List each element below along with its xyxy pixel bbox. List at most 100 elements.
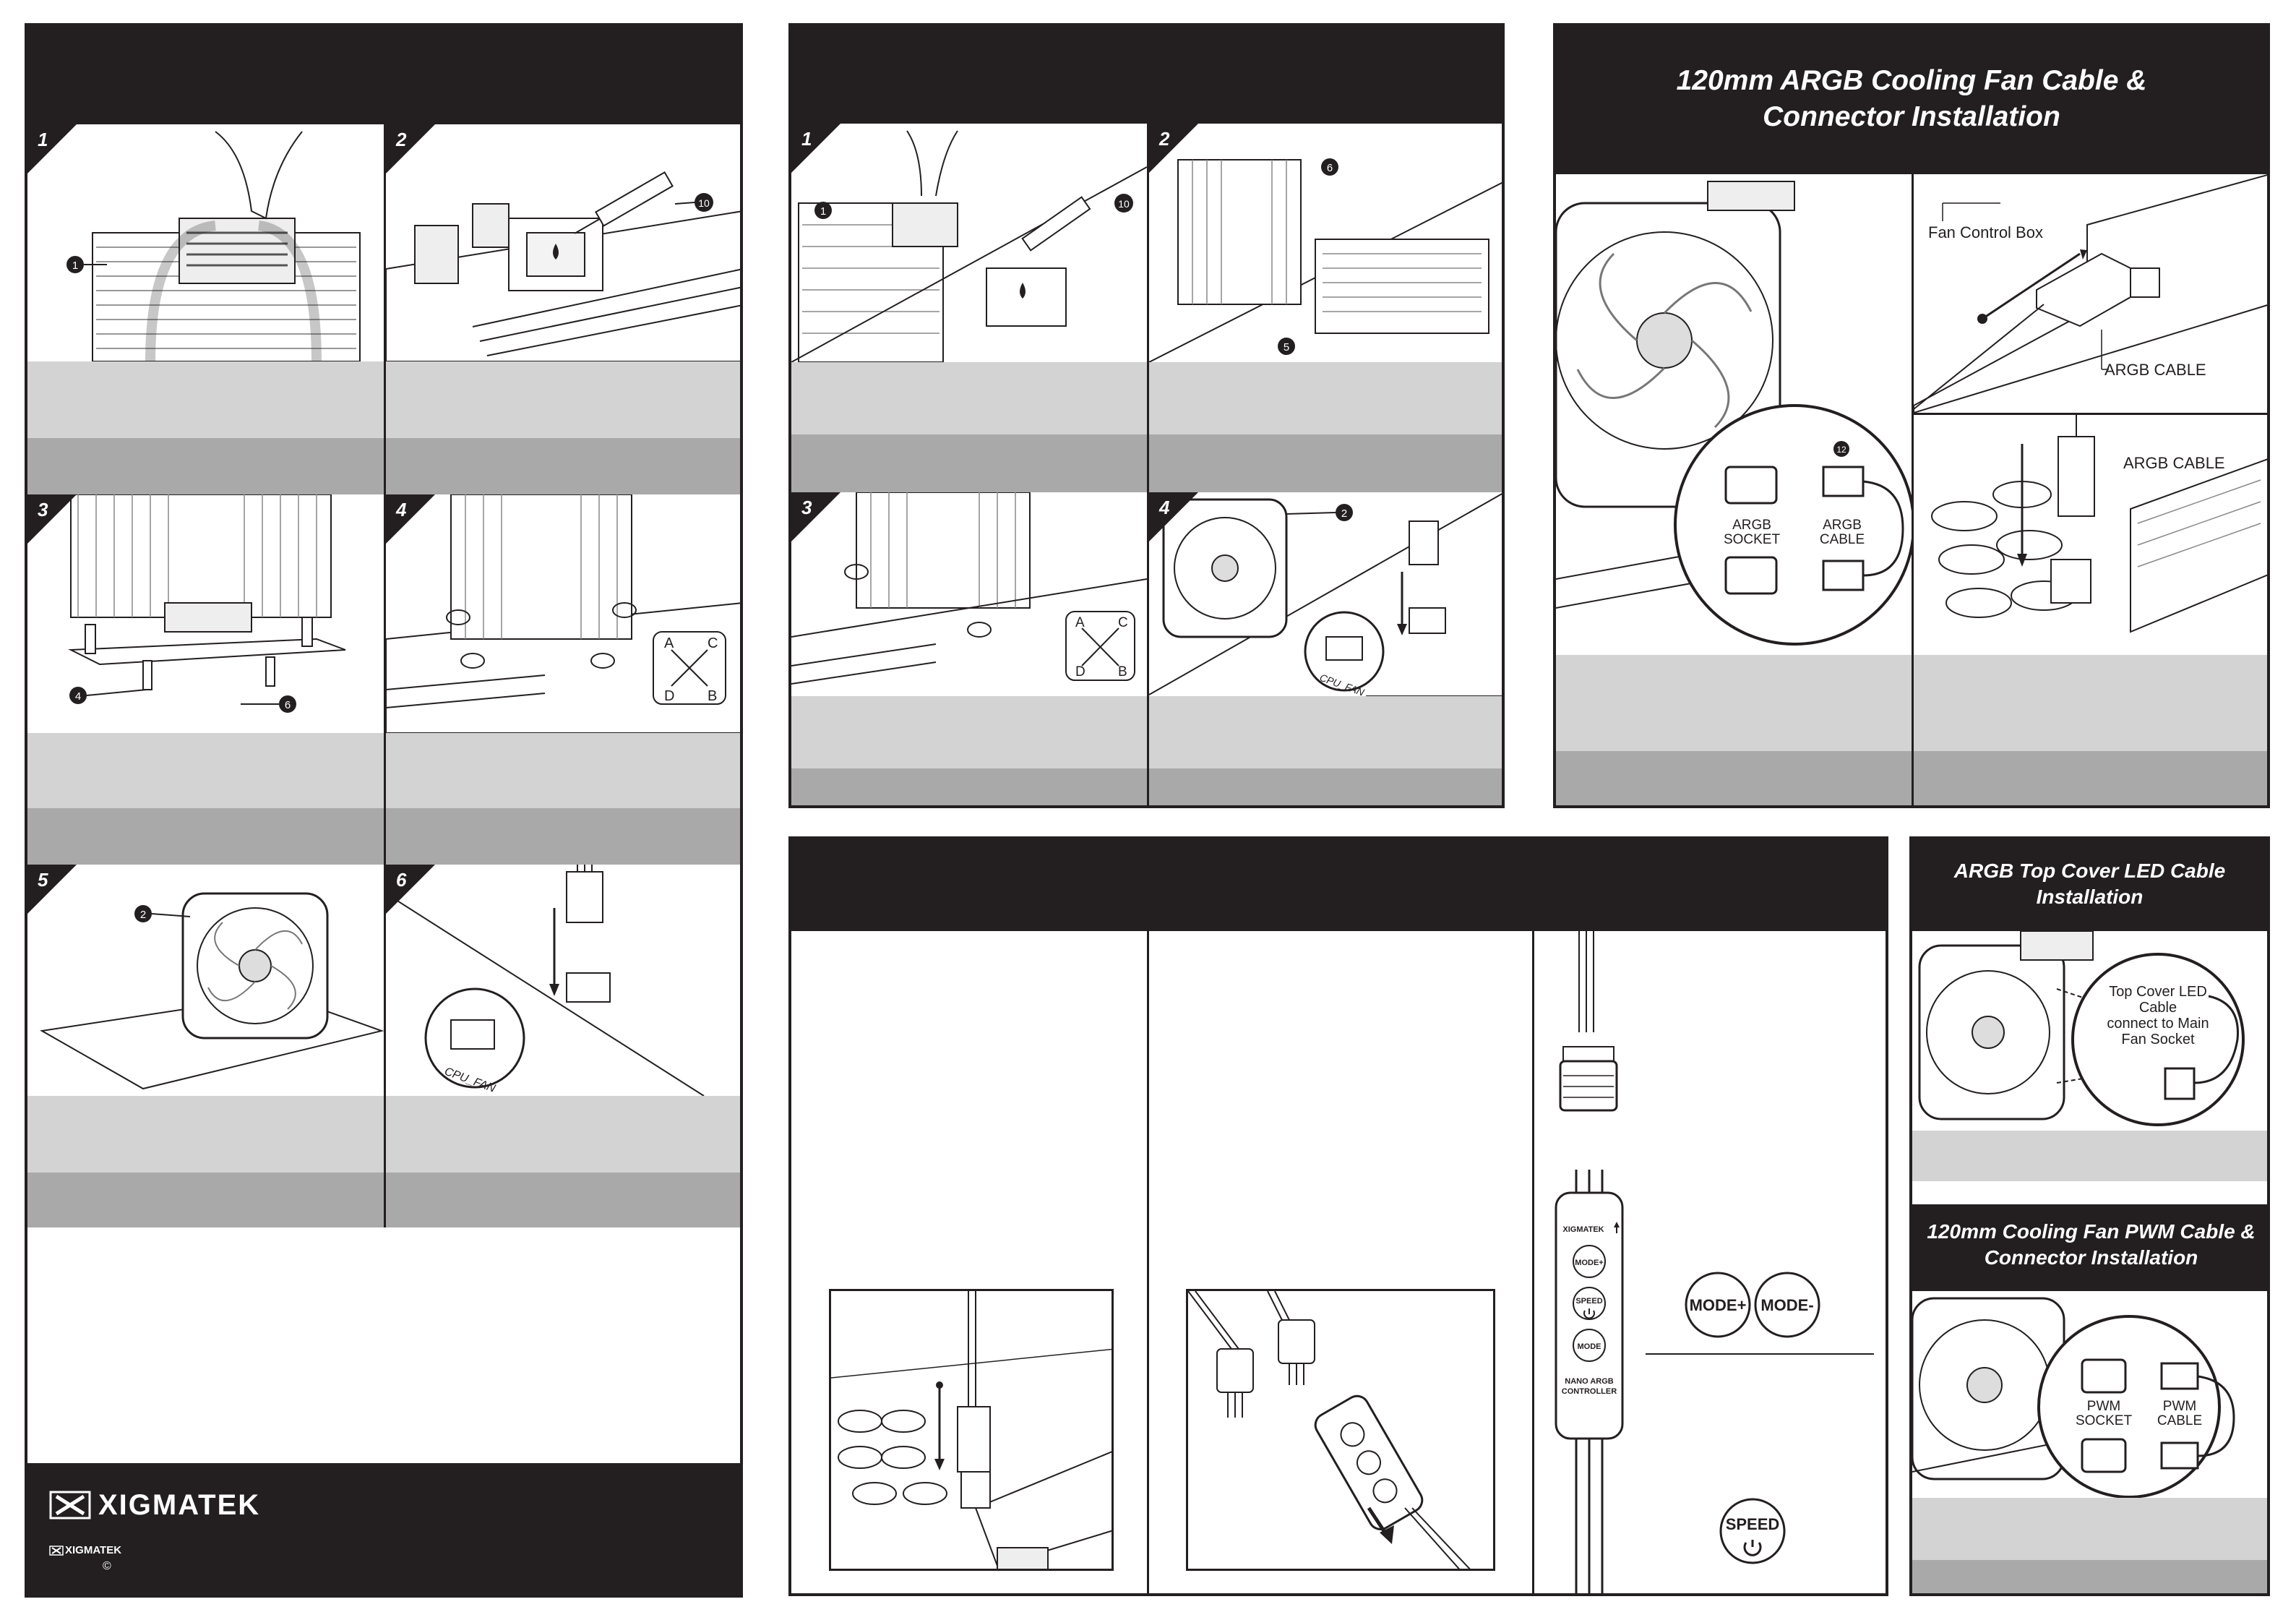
device-speed: SPEED [1575,1297,1602,1306]
intel-step-2-caption [386,361,740,438]
intel-step-4-caption [386,733,740,808]
argb-callout-12: 12 [1836,445,1846,455]
amd-callout-5: 5 [1284,341,1289,353]
amd-label-c: C [1118,615,1128,630]
xigmatek-small-mark-icon [49,1546,64,1556]
device-brand: XIGMATEK [1562,1225,1604,1234]
argb-cable-box-label: ARGB CABLE [2104,361,2206,379]
brand-footer: XIGMATEK XIGMATEK © [27,1463,740,1595]
amd-panel-header [791,26,1502,124]
intel-step-5-caption [27,1096,384,1173]
intel-step-3-image: 4 6 3 [27,494,384,733]
label-a: A [664,635,674,651]
top-cover-panel: ARGB Top Cover LED Cable Installation To… [1909,836,2270,1596]
intel-step-2-image: 10 2 [386,124,740,361]
argb-fan-right-divider [1914,413,2267,415]
intel-step-6-image: CPU_FAN 6 [386,865,740,1096]
argb-fan-panel: 120mm ARGB Cooling Fan Cable & Connector… [1553,23,2270,808]
step-number-5: 5 [27,865,77,914]
pwm-fan-title-1: 120mm Cooling Fan PWM Cable & [1927,1220,2256,1243]
amd-label-a: A [1075,615,1085,630]
amd-callout-2: 2 [1341,507,1347,520]
argb-fan-box-image: Fan Control Box ARGB CABLE [1914,174,2267,413]
intel-step-5-image: 2 5 [27,865,384,1096]
step-number-6: 6 [386,865,435,914]
amd-step-3-caption [791,696,1147,768]
device-line-1: NANO ARGB [1565,1377,1613,1386]
speed-button-label: SPEED [1726,1515,1780,1533]
mode-minus-button-label: MODE- [1760,1296,1813,1314]
label-d: D [664,688,674,704]
amd-step-1-image: 1 10 1 [791,124,1147,362]
top-cover-title-1: ARGB Top Cover LED Cable [1953,860,2226,882]
top-cover-caption [1912,1131,2267,1181]
amd-step-2-image: 6 5 2 [1149,124,1502,362]
amd-grid-divider [1147,124,1149,805]
amd-row-1-bar [791,434,1502,492]
pwm-fan-bar [1912,1560,2267,1593]
callout-2: 2 [140,909,146,921]
top-cover-image: Top Cover LED Cable connect to Main Fan … [1912,931,2267,1131]
intel-install-panel: 1 1 10 2 [25,23,743,1598]
intel-step-3-caption [27,733,384,808]
device-mode: MODE [1578,1342,1601,1351]
pwm-fan-caption [1912,1498,2267,1560]
amd-install-panel: 1 10 1 6 5 2 A [788,23,1505,808]
brand-small-name: XIGMATEK [65,1544,122,1556]
mode-plus-button-label: MODE+ [1690,1296,1747,1314]
controller-divider-1 [1147,931,1149,1593]
intel-step-1-caption [27,361,384,438]
controller-board-image [829,1289,1114,1571]
label-c: C [708,635,718,651]
callout-1: 1 [72,260,78,272]
amd-step-4-caption [1149,696,1502,768]
top-cover-header: ARGB Top Cover LED Cable Installation [1912,839,2267,931]
amd-callout-10: 10 [1118,198,1130,210]
amd-step-4-image: 2 CPU_FAN 4 [1149,492,1502,696]
controller-device-image: MODE+ MODE- SPEED MODE+ SPEED MODE XIGMA… [1534,931,1886,1593]
argb-fan-board-image: ARGB CABLE [1914,415,2267,655]
argb-fan-left-caption [1556,655,1912,751]
step-number-4: 4 [386,494,435,544]
controller-panel: MODE+ MODE- SPEED MODE+ SPEED MODE XIGMA… [788,836,1888,1596]
label-b: B [708,688,717,704]
fan-control-box-label: Fan Control Box [1928,223,2043,241]
step-number-2: 2 [386,124,435,173]
amd-step-number-3: 3 [791,492,840,541]
controller-connect-image [1186,1289,1495,1571]
top-cover-title-2: Installation [2036,886,2144,908]
callout-4: 4 [75,690,81,703]
device-line-2: CONTROLLER [1562,1387,1617,1396]
argb-cable-board-label: ARGB CABLE [2123,454,2225,472]
intel-step-1-image: 1 1 [27,124,384,361]
argb-fan-title-1: 120mm ARGB Cooling Fan Cable & [1676,65,2147,96]
intel-grid-divider [384,124,386,1227]
copyright-symbol: © [103,1560,111,1572]
device-mode-plus: MODE+ [1575,1259,1603,1267]
amd-label-d: D [1075,664,1085,680]
argb-fan-divider [1912,174,1914,805]
amd-step-number-2: 2 [1149,124,1198,173]
intel-panel-header [27,26,740,124]
panel-separator [1912,1181,2267,1204]
amd-label-b: B [1118,664,1127,680]
pwm-fan-header: 120mm Cooling Fan PWM Cable & Connector … [1912,1204,2267,1291]
brand-name: XIGMATEK [98,1489,261,1521]
amd-step-3-image: A C D B 3 [791,492,1147,696]
step-number-1: 1 [27,124,77,173]
argb-fan-title-2: Connector Installation [1763,101,2060,132]
intel-step-4-image: A C D B 4 [386,494,740,733]
argb-fan-right-caption [1914,655,2267,751]
controller-header [791,839,1886,931]
step-number-3: 3 [27,494,77,544]
argb-fan-header: 120mm ARGB Cooling Fan Cable & Connector… [1556,26,2267,174]
amd-callout-1: 1 [820,205,826,218]
xigmatek-mark-icon [49,1491,91,1520]
amd-row-2-bar [791,768,1502,805]
amd-step-number-1: 1 [791,124,840,173]
